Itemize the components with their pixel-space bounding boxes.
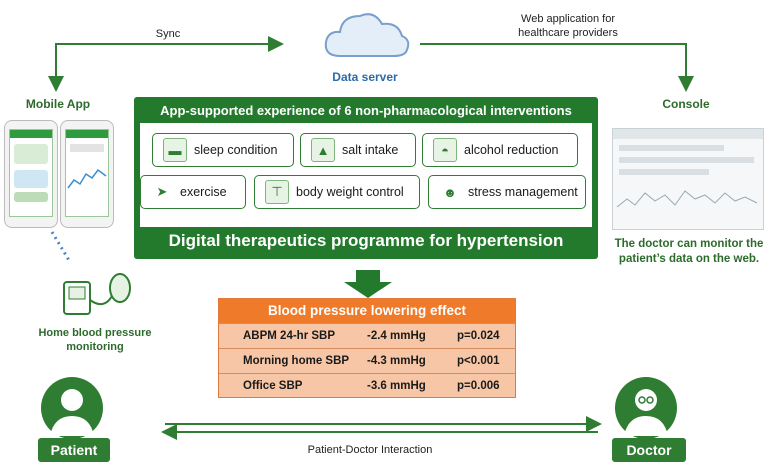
web-app-label: Web application for healthcare providers (518, 13, 618, 39)
intervention-stress: ☻ stress management (428, 175, 586, 209)
intervention-exercise: ➤ exercise (140, 175, 246, 209)
interaction-label: Patient-Doctor Interaction (307, 444, 433, 456)
running-icon: ➤ (151, 181, 173, 203)
bp-effect-title: Blood pressure lowering effect (219, 299, 515, 323)
scale-icon: ⊤ (265, 180, 289, 204)
intervention-salt: ▲ salt intake (300, 133, 416, 167)
console-screenshot (612, 128, 764, 230)
effect-down-arrow (344, 270, 392, 298)
interventions-panel: App-supported experience of 6 non-pharma… (134, 97, 598, 259)
sync-arrow (55, 36, 284, 85)
intervention-alcohol: ◓ alcohol reduction (422, 133, 578, 167)
salt-shaker-icon: ▲ (311, 138, 335, 162)
patient-avatar-icon (40, 376, 104, 440)
bluetooth-dots (50, 231, 72, 263)
stress-icon: ☻ (439, 181, 461, 203)
patient-badge: Patient (38, 438, 110, 462)
table-row: Morning home SBP -4.3 mmHg p<0.001 (219, 348, 515, 373)
table-row: Office SBP -3.6 mmHg p=0.006 (219, 373, 515, 398)
programme-title: Digital therapeutics programme for hyper… (168, 231, 564, 250)
doctor-badge: Doctor (612, 438, 686, 462)
bp-effect-table: Blood pressure lowering effect ABPM 24-h… (218, 298, 516, 398)
console-label: Console (662, 97, 710, 111)
home-bp-label: Home blood pressure monitoring (38, 327, 152, 353)
bp-monitor-icon (60, 270, 140, 320)
panel-title: App-supported experience of 6 non-pharma… (160, 103, 572, 118)
cloud-icon (318, 4, 414, 64)
console-arrow (420, 43, 694, 92)
mobile-app-label: Mobile App (25, 97, 91, 111)
bed-icon: ▬ (163, 138, 187, 162)
intervention-weight: ⊤ body weight control (254, 175, 420, 209)
doctor-caption: The doctor can monitor the patient’s dat… (614, 238, 764, 265)
doctor-avatar-icon (614, 376, 678, 440)
sync-label: Sync (155, 28, 181, 40)
intervention-sleep: ▬ sleep condition (152, 133, 294, 167)
table-row: ABPM 24-hr SBP -2.4 mmHg p=0.024 (219, 323, 515, 348)
phone-1 (4, 120, 58, 228)
phone-2 (60, 120, 114, 228)
data-server-label: Data server (332, 70, 398, 84)
glass-icon: ◓ (433, 138, 457, 162)
